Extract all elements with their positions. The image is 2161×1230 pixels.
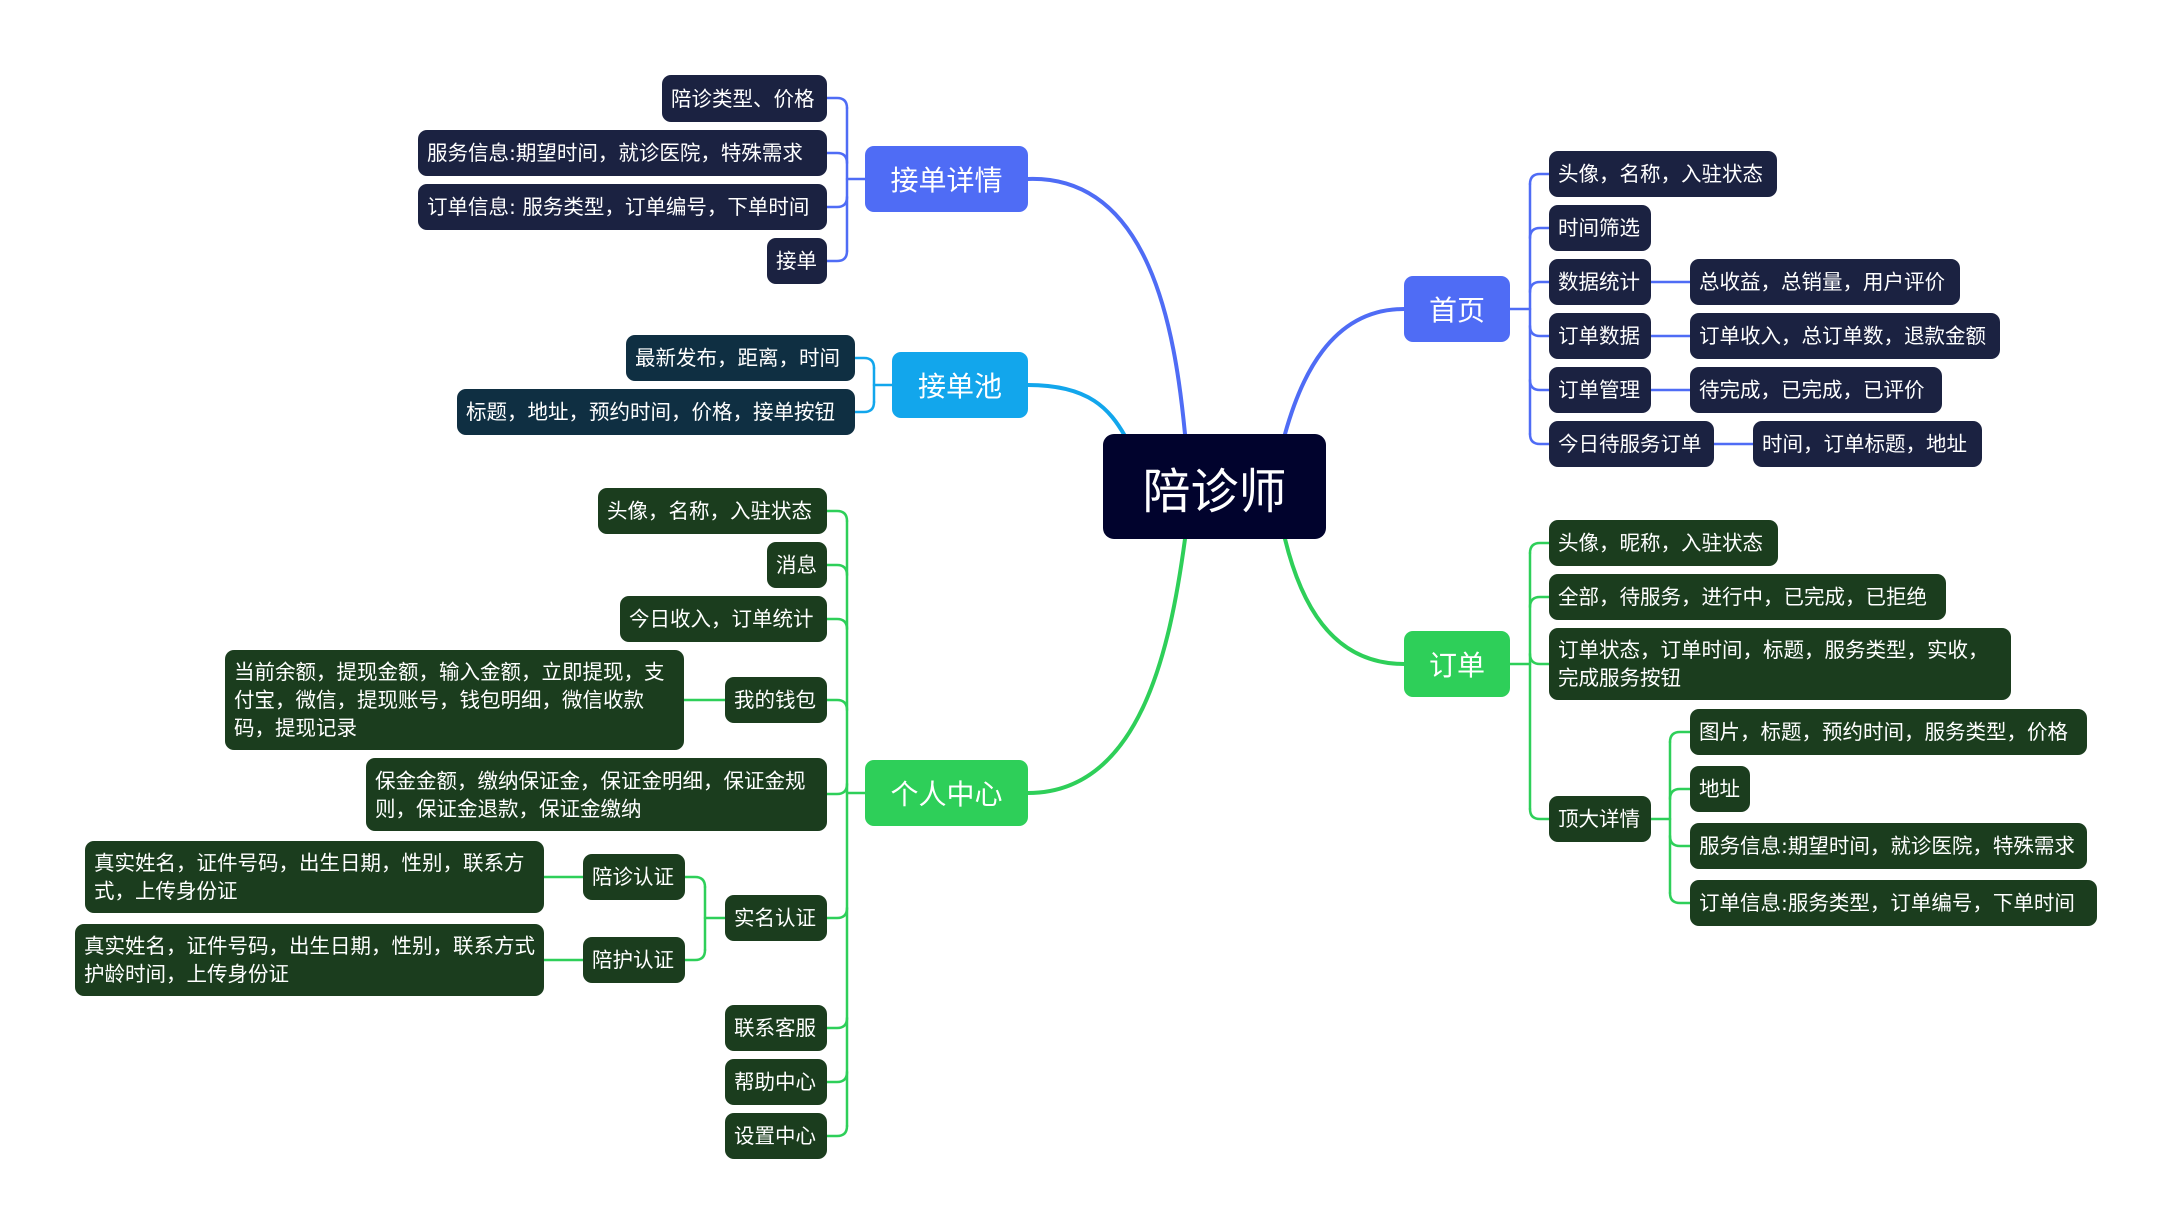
link-root-shouye	[1283, 307, 1406, 436]
list-item[interactable]: 设置中心	[725, 1113, 827, 1159]
wallet-detail[interactable]: 当前余额，提现金额，输入金额，立即提现，支付宝，微信，提现账号，钱包明细，微信收…	[225, 650, 684, 750]
branch-shouye[interactable]: 首页	[1404, 276, 1510, 342]
branch-dingdan[interactable]: 订单	[1404, 631, 1510, 697]
list-item[interactable]: 标题，地址，预约时间，价格，接单按钮	[457, 389, 855, 435]
detail-item[interactable]: 总收益，总销量，用户评价	[1690, 259, 1960, 305]
bracket-dingda-xiangqing-stub	[1668, 730, 1692, 744]
detail-item[interactable]: 图片，标题，预约时间，服务类型，价格	[1690, 709, 2087, 755]
list-item[interactable]: 服务信息:期望时间，就诊医院，特殊需求	[418, 130, 827, 176]
list-item[interactable]: 最新发布，距离，时间	[626, 335, 855, 381]
bracket-dingdan-stub	[1528, 807, 1551, 821]
bracket-jiedan-xiangqing-stub	[825, 96, 849, 110]
list-item[interactable]: 全部，待服务，进行中，已完成，已拒绝	[1549, 574, 1946, 620]
list-item[interactable]: 订单数据	[1549, 313, 1651, 359]
bracket-dingda-xiangqing-stub	[1668, 834, 1692, 848]
detail-item[interactable]: 时间，订单标题，地址	[1753, 421, 1982, 467]
bracket-geren-zhongxin-stub	[825, 1070, 849, 1084]
list-item-peihu[interactable]: 陪护认证	[583, 937, 685, 983]
bracket-geren-zhongxin-stub	[825, 782, 849, 796]
link-root-dingdan	[1283, 537, 1406, 666]
link-root-jiedan-chi	[1026, 383, 1127, 438]
bracket-realname-stub	[683, 875, 707, 889]
branch-jiedan-chi[interactable]: 接单池	[892, 352, 1028, 418]
detail-item[interactable]: 待完成，已完成，已评价	[1690, 367, 1942, 413]
list-item[interactable]: 头像，名称，入驻状态	[1549, 151, 1777, 197]
link-root-jiedan-xiangqing	[1026, 176, 1187, 436]
list-item-peizhen[interactable]: 陪诊认证	[583, 854, 685, 900]
list-item[interactable]: 今日待服务订单	[1549, 421, 1714, 467]
detail-item[interactable]: 服务信息:期望时间，就诊医院，特殊需求	[1690, 823, 2087, 869]
bracket-geren-zhongxin-stub	[825, 563, 849, 577]
list-item[interactable]: 帮助中心	[725, 1059, 827, 1105]
bracket-geren-zhongxin-stub	[825, 1016, 849, 1030]
list-item[interactable]: 今日收入，订单统计	[620, 596, 827, 642]
bracket-dingdan-stub	[1528, 595, 1551, 609]
bracket-jiedan-xiangqing-stub	[825, 195, 849, 209]
bracket-jiedan-xiangqing-stub	[825, 249, 849, 263]
list-item[interactable]: 顶大详情	[1549, 796, 1651, 842]
list-item[interactable]: 陪诊类型、价格	[662, 75, 827, 122]
bracket-shouye-stub	[1528, 172, 1551, 186]
peizhen-detail[interactable]: 真实姓名，证件号码，出生日期，性别，联系方式，上传身份证	[85, 841, 544, 913]
bracket-jiedan-xiangqing-stub	[825, 151, 849, 165]
bracket-geren-zhongxin-stub	[825, 509, 849, 523]
bracket-shouye-stub	[1528, 280, 1551, 294]
list-item[interactable]: 订单信息: 服务类型，订单编号，下单时间	[418, 184, 827, 230]
bracket-dingda-xiangqing-stub	[1668, 891, 1692, 905]
branch-jiedan-xiangqing[interactable]: 接单详情	[865, 146, 1028, 212]
list-item-realname[interactable]: 实名认证	[725, 895, 827, 941]
bracket-realname-stub	[683, 948, 707, 962]
bracket-dingdan-stub	[1528, 541, 1551, 555]
list-item[interactable]: 头像，名称，入驻状态	[598, 488, 827, 534]
root-node[interactable]: 陪诊师	[1103, 434, 1326, 539]
link-root-geren-zhongxin	[1026, 537, 1187, 795]
bracket-shouye-stub	[1528, 324, 1551, 338]
detail-item[interactable]: 订单信息:服务类型，订单编号，下单时间	[1690, 880, 2097, 926]
bracket-geren-zhongxin-stub	[825, 1124, 849, 1138]
list-item[interactable]: 接单	[767, 238, 827, 284]
list-item[interactable]: 消息	[767, 542, 827, 588]
list-item[interactable]: 订单管理	[1549, 367, 1651, 413]
list-item[interactable]: 头像，昵称，入驻状态	[1549, 520, 1778, 566]
bracket-geren-zhongxin-stub	[825, 617, 849, 631]
bracket-geren-zhongxin-stub	[825, 698, 849, 712]
bracket-geren-zhongxin-stub	[825, 906, 849, 920]
bracket-dingda-xiangqing-stub	[1668, 787, 1692, 801]
bracket-shouye-stub	[1528, 226, 1551, 240]
list-item[interactable]: 时间筛选	[1549, 205, 1651, 251]
bracket-shouye-stub	[1528, 378, 1551, 392]
bracket-dingdan-stub	[1528, 652, 1551, 666]
list-item[interactable]: 数据统计	[1549, 259, 1651, 305]
list-item[interactable]: 我的钱包	[725, 677, 827, 723]
branch-geren-zhongxin[interactable]: 个人中心	[865, 760, 1028, 826]
list-item[interactable]: 联系客服	[725, 1005, 827, 1051]
bracket-shouye-stub	[1528, 432, 1551, 446]
bracket-jiedan-chi-stub	[853, 400, 876, 414]
detail-item[interactable]: 订单收入，总订单数，退款金额	[1690, 313, 2000, 359]
deposit-detail[interactable]: 保金金额，缴纳保证金，保证金明细，保证金规则，保证金退款，保证金缴纳	[366, 758, 827, 831]
bracket-jiedan-chi-stub	[853, 356, 876, 370]
detail-item[interactable]: 地址	[1690, 766, 1750, 812]
peihu-detail[interactable]: 真实姓名，证件号码，出生日期，性别，联系方式护龄时间，上传身份证	[75, 924, 544, 996]
list-item[interactable]: 订单状态，订单时间，标题，服务类型，实收，完成服务按钮	[1549, 628, 2011, 700]
